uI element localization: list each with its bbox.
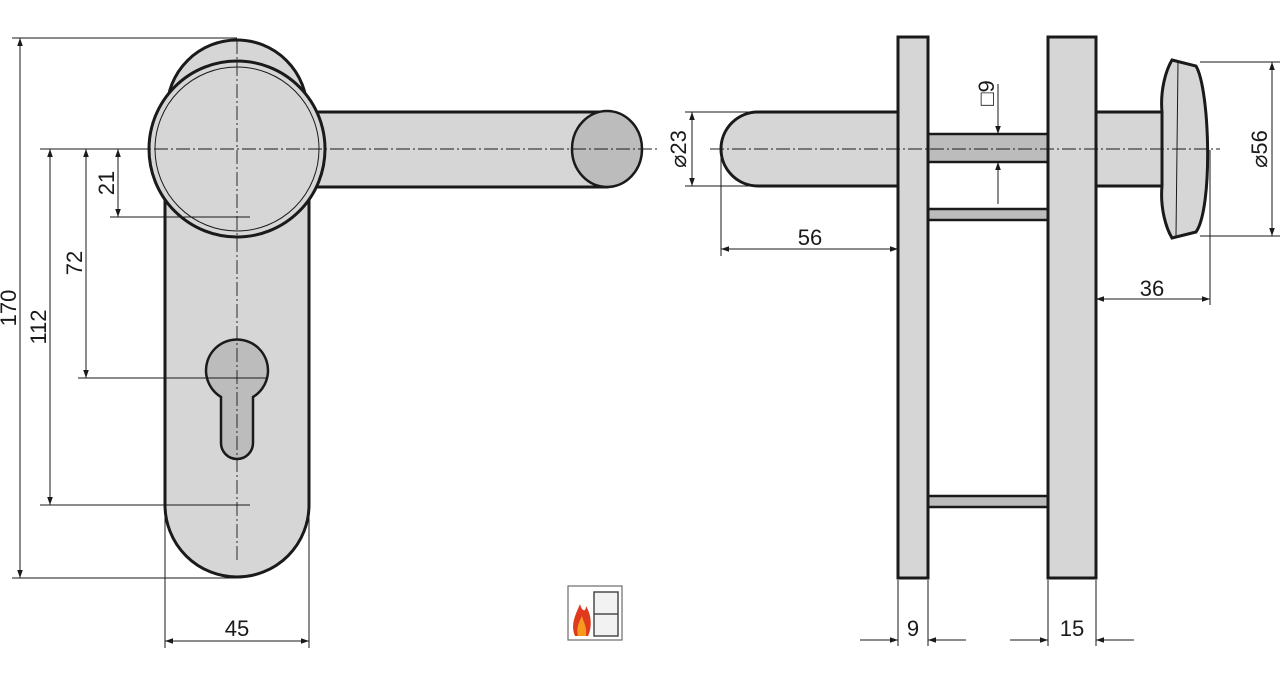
- fixing-bolt-top: [926, 207, 1050, 222]
- fixing-bolt-bottom: [926, 494, 1050, 509]
- dim-handle-offset: 21: [94, 171, 119, 195]
- dim-lever-projection: 56: [798, 225, 822, 250]
- spindle-square: [926, 132, 1050, 164]
- fire-door-icon: [567, 585, 623, 641]
- dim-knob-projection: 36: [1140, 276, 1164, 301]
- dim-overall-height: 170: [0, 290, 21, 327]
- inner-plate: [896, 35, 930, 580]
- dim-handle-to-key: 72: [62, 251, 87, 275]
- dim-inner-plate-thickness: 9: [907, 616, 919, 641]
- side-view: ⌀23 56 □9 ⌀56 36 9 15: [666, 35, 1280, 646]
- outer-plate: [1046, 35, 1098, 580]
- front-view: 170 112 72 21 45: [0, 37, 660, 648]
- dim-outer-plate-thickness: 15: [1060, 616, 1084, 641]
- dim-spindle-square: □9: [974, 80, 999, 106]
- dim-plate-width: 45: [225, 616, 249, 641]
- dim-to-keyhole: 112: [26, 309, 51, 344]
- dim-lever-diameter: ⌀23: [666, 130, 691, 168]
- dim-knob-diameter: ⌀56: [1247, 130, 1272, 168]
